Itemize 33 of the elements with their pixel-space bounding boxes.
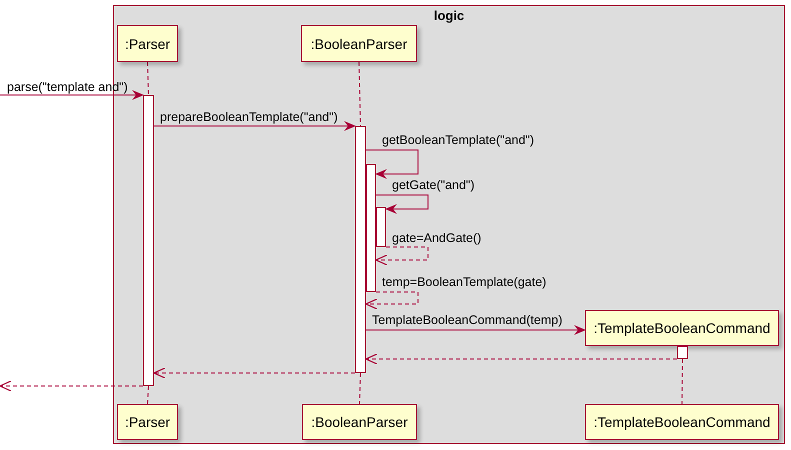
- activation-bar: [677, 346, 688, 359]
- message-arrow: [0, 90, 144, 100]
- lifeline: [682, 358, 683, 404]
- return-arrow: [375, 246, 428, 266]
- lifeline: [359, 372, 361, 404]
- participant-box: :BooleanParser: [301, 25, 417, 62]
- lifeline: [147, 386, 149, 404]
- return-arrow: [153, 367, 356, 379]
- participant-box: :BooleanParser: [302, 404, 417, 440]
- self-message-arrow: [376, 194, 428, 214]
- message-label: getBooleanTemplate("and"): [382, 133, 534, 147]
- message-label: temp=BooleanTemplate(gate): [382, 275, 546, 289]
- activation-bar: [366, 164, 376, 292]
- activation-bar: [143, 95, 154, 386]
- return-arrow: [0, 380, 144, 392]
- participant-box: :Parser: [117, 404, 178, 440]
- message-arrow: [154, 121, 356, 131]
- message-label: prepareBooleanTemplate("and"): [160, 110, 338, 124]
- frame-title: logic: [432, 8, 466, 23]
- self-message-arrow: [366, 150, 418, 179]
- participant-box: :TemplateBooleanCommand: [585, 404, 779, 440]
- participant-box: :TemplateBooleanCommand: [585, 310, 779, 346]
- activation-bar: [355, 126, 366, 373]
- message-label: getGate("and"): [392, 178, 475, 192]
- message-label: TemplateBooleanCommand(temp): [372, 313, 562, 327]
- return-arrow: [365, 292, 418, 310]
- participant-box: :Parser: [117, 25, 178, 62]
- message-label: gate=AndGate(): [392, 231, 482, 245]
- lifeline: [147, 62, 149, 96]
- lifeline: [358, 62, 361, 126]
- message-arrow: [366, 325, 586, 335]
- activation-bar: [376, 207, 386, 247]
- return-arrow: [365, 353, 678, 365]
